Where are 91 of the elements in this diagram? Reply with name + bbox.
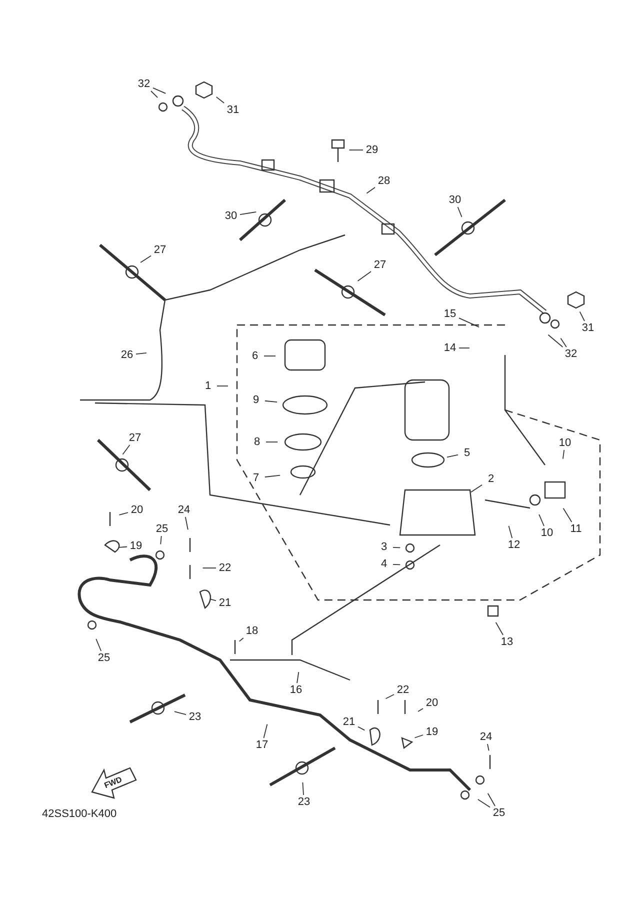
callout-number: 10 <box>556 436 574 450</box>
leader-line <box>118 512 128 516</box>
callout-number: 6 <box>246 349 264 363</box>
callout-number: 22 <box>394 683 412 697</box>
callout-number: 30 <box>222 209 240 223</box>
callout-number: 13 <box>498 635 516 649</box>
callout-number: 17 <box>253 738 271 752</box>
leader-line <box>136 352 147 354</box>
leader-line <box>238 638 244 642</box>
callout-number: 25 <box>490 806 508 820</box>
leader-line <box>548 334 564 348</box>
leader-line <box>358 726 366 731</box>
leader-line <box>118 546 128 548</box>
leader-line <box>160 536 162 545</box>
leader-line <box>470 484 482 493</box>
leader-line <box>392 546 401 548</box>
callout-number: 5 <box>458 446 476 460</box>
leader-line <box>418 708 424 712</box>
callout-number: 24 <box>175 503 193 517</box>
leader-line <box>562 508 572 522</box>
callout-number: 27 <box>126 431 144 445</box>
leader-line <box>174 711 186 716</box>
callout-number: 15 <box>441 307 459 321</box>
callout-number: 11 <box>567 522 585 536</box>
callout-number: 32 <box>135 77 153 91</box>
callout-number: 24 <box>477 730 495 744</box>
callout-number: 28 <box>375 174 393 188</box>
callout-number: 20 <box>128 503 146 517</box>
callout-number: 1 <box>199 379 217 393</box>
callout-number: 19 <box>127 539 145 553</box>
callout-number: 21 <box>216 596 234 610</box>
leader-line <box>487 792 496 806</box>
part-number-label: 42SS100-K400 <box>42 808 117 820</box>
callout-number: 23 <box>295 795 313 809</box>
leader-line <box>296 672 300 684</box>
callout-number: 14 <box>441 341 459 355</box>
callout-number: 23 <box>186 710 204 724</box>
callout-number: 12 <box>505 538 523 552</box>
callout-number: 22 <box>216 561 234 575</box>
leader-line <box>457 206 462 218</box>
leader-line <box>562 450 565 460</box>
leader-line <box>538 514 544 526</box>
callout-number: 27 <box>371 258 389 272</box>
leader-line <box>184 516 188 530</box>
leader-line <box>263 724 268 738</box>
leader-line <box>392 564 401 566</box>
leader-line <box>122 444 130 455</box>
callout-number: 20 <box>423 696 441 710</box>
callout-number: 26 <box>118 348 136 362</box>
callout-number: 29 <box>363 143 381 157</box>
leader-line <box>366 186 376 194</box>
callout-number: 31 <box>579 321 597 335</box>
direction-label: FWD <box>102 774 124 790</box>
callout-number: 8 <box>248 435 266 449</box>
leader-line <box>216 96 224 104</box>
callout-number: 32 <box>562 347 580 361</box>
callout-number: 3 <box>375 540 393 554</box>
callout-number: 10 <box>538 526 556 540</box>
callout-number: 27 <box>151 243 169 257</box>
leader-line <box>96 638 102 652</box>
callout-number: 9 <box>247 393 265 407</box>
leader-line <box>150 90 158 98</box>
leader-line <box>560 338 567 348</box>
leader-line <box>240 211 257 215</box>
leader-line <box>140 255 152 263</box>
leader-line <box>264 474 281 478</box>
callout-number: 16 <box>287 683 305 697</box>
leader-line <box>508 525 513 538</box>
callout-number: 30 <box>446 193 464 207</box>
leader-line <box>446 454 458 458</box>
callout-number: 31 <box>224 103 242 117</box>
callout-number: 19 <box>423 725 441 739</box>
callout-number: 7 <box>247 471 265 485</box>
leader-line <box>264 400 278 402</box>
callout-number: 25 <box>95 651 113 665</box>
leader-line <box>152 88 166 94</box>
callout-number: 21 <box>340 715 358 729</box>
leader-line <box>495 622 504 636</box>
leader-line <box>385 694 394 700</box>
leader-line <box>414 734 424 738</box>
callout-number: 2 <box>482 472 500 486</box>
leader-line <box>302 782 304 796</box>
leader-line <box>579 311 585 322</box>
leader-line <box>357 271 372 282</box>
leader-line <box>458 318 480 328</box>
callout-number: 25 <box>153 522 171 536</box>
leader-line <box>477 798 490 808</box>
callout-number: 4 <box>375 557 393 571</box>
leader-line <box>210 598 216 602</box>
callout-number: 18 <box>243 624 261 638</box>
leader-line <box>487 744 490 752</box>
